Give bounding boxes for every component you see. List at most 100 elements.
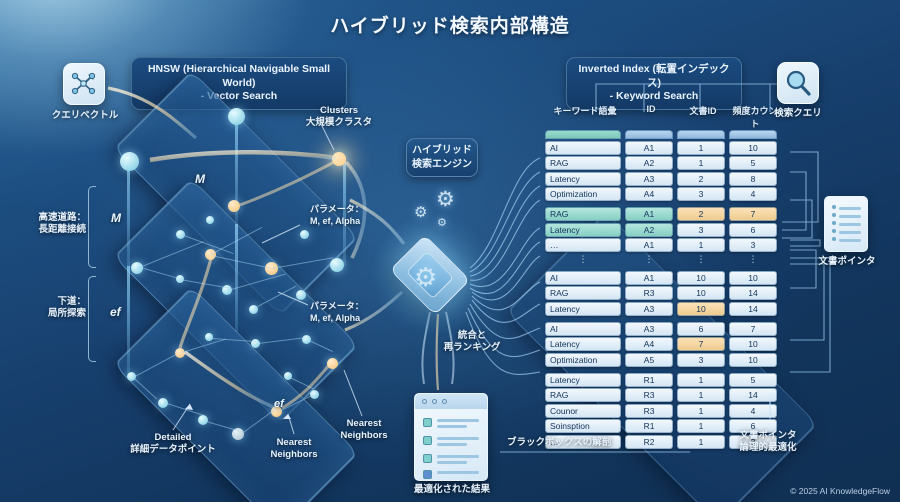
cell-freq: 14 (729, 286, 777, 300)
optimized-result-label: 最適化された結果 (413, 484, 490, 495)
doc-dot (432, 399, 437, 404)
vector-graph-icon (71, 72, 96, 95)
cell-id: R1 (625, 372, 673, 387)
highway-label: 高速道路： 長距離接続 (16, 212, 86, 237)
hnsw-node (176, 230, 185, 239)
cell-keyword: Optimization (545, 352, 621, 367)
parameters-upper-line2: M, ef, Alpha (310, 215, 361, 226)
param-mark-m-top: M (195, 172, 205, 186)
local-line1: 下道： (57, 296, 86, 307)
nn1-line2: Neighbors (270, 449, 318, 461)
doc-pointer-optimization-label: 文書ポインタ 論理的最適化 (716, 430, 820, 455)
page-title: ハイブリッド検索内部構造 (330, 16, 570, 37)
cell-docid: 3 (677, 187, 725, 201)
cell-docid: 1 (677, 156, 725, 170)
column-header-docid: 文書ID (689, 106, 717, 116)
gear-icon: ⚙ (436, 188, 455, 211)
cell-keyword: Latency (545, 301, 621, 316)
document-pointer-label: 文書ポインタ (818, 256, 876, 267)
search-query-label: 検索クエリ (774, 108, 822, 119)
cell-freq: 6 (729, 222, 777, 237)
cell-docid: 7 (677, 337, 725, 351)
cell-freq: 5 (729, 156, 777, 170)
clusters-label-ja: 大規模クラスタ (305, 117, 373, 129)
cell-keyword: RAG (545, 156, 621, 170)
cell-keyword: Optimization (545, 187, 621, 201)
hnsw-node-highlight (271, 406, 282, 417)
doc-line (839, 239, 861, 242)
cell-docid: 10 (677, 286, 725, 300)
cell-keyword: Latency (545, 337, 621, 351)
hnsw-node-highlight (332, 152, 346, 166)
hybrid-engine-badge: ハイブリッド 検索エンジン (406, 138, 478, 177)
cell-docid: 3 (677, 222, 725, 237)
ellipsis-mark: ⋮ (578, 253, 588, 264)
parameters-label-upper: パラメータ： M, ef, Alpha (310, 204, 406, 227)
cell-id: R3 (625, 286, 673, 300)
cell-freq: 10 (729, 352, 777, 367)
table-cap-cell (677, 130, 725, 139)
cell-id: A1 (625, 238, 673, 252)
ellipsis-mark: ⋮ (696, 253, 706, 264)
doc-line (437, 455, 479, 458)
cell-keyword: Counor (545, 403, 621, 418)
gear-icon: ⚙ (414, 262, 438, 292)
hnsw-node (330, 258, 344, 272)
cell-docid: 2 (677, 171, 725, 186)
cell-freq: 10 (729, 337, 777, 351)
hnsw-node-highlight (265, 262, 278, 275)
parameters-upper-line1: パラメータ： (310, 204, 364, 214)
cell-id: A1 (625, 270, 673, 285)
hnsw-node-highlight (205, 249, 216, 260)
ellipsis-mark: ⋮ (748, 253, 758, 264)
table-ellipsis-row: ⋮⋮⋮⋮ (545, 254, 777, 265)
inverted-header-line2: - Keyword Search (609, 90, 699, 103)
layer-pillar (343, 158, 346, 266)
hnsw-node (222, 285, 232, 295)
hnsw-node (206, 216, 214, 224)
hnsw-node (232, 428, 244, 440)
cell-docid: 1 (677, 434, 725, 449)
hnsw-node (302, 335, 311, 344)
cell-freq: 7 (729, 207, 777, 221)
gear-icon: ⚙ (414, 204, 428, 221)
local-line2: 局所探索 (47, 308, 86, 320)
doc-bullet (832, 205, 836, 209)
doc-line (437, 461, 467, 464)
cell-id: A1 (625, 207, 673, 221)
cell-freq: 3 (729, 434, 777, 449)
cell-keyword: AI (545, 321, 621, 336)
cell-id: R3 (625, 388, 673, 402)
cell-freq: 4 (729, 187, 777, 201)
nn2-line1: Nearest (346, 418, 382, 429)
copyright-text: © 2025 AI KnowledgeFlow (790, 486, 890, 496)
doc-bullet (832, 221, 836, 225)
cell-id: A2 (625, 222, 673, 237)
cell-docid: 1 (677, 372, 725, 387)
doc-bullet (832, 237, 836, 241)
cell-id: A1 (625, 140, 673, 155)
cell-freq: 14 (729, 388, 777, 402)
local-search-label: 下道： 局所探索 (16, 296, 86, 321)
